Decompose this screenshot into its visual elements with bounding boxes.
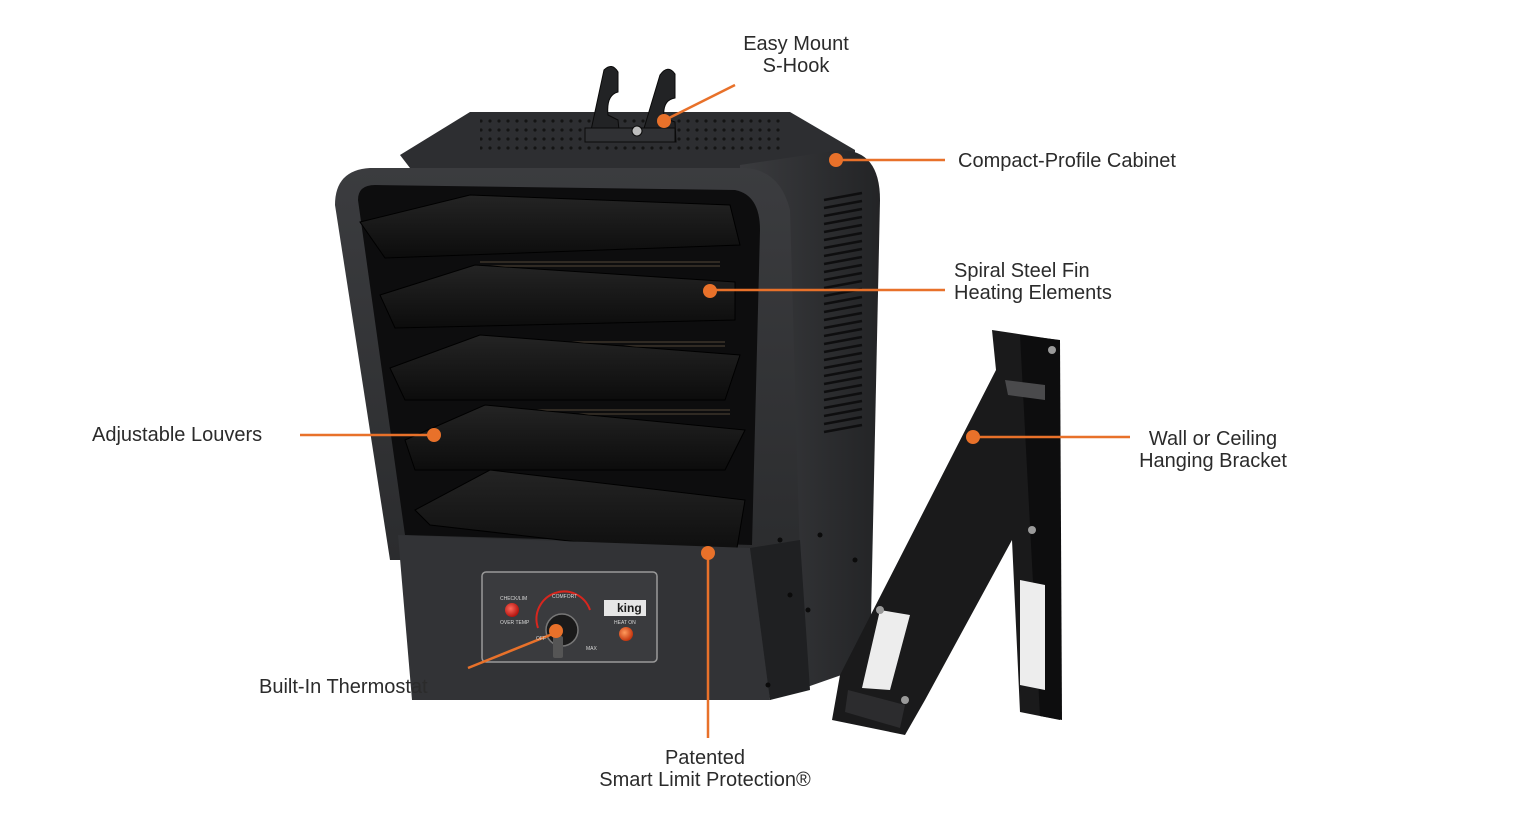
callout-s-hook: Easy Mount S-Hook — [726, 33, 866, 77]
cabinet-screws — [765, 532, 858, 688]
side-vent-slots — [823, 191, 863, 434]
leader-thermostat — [467, 631, 556, 670]
callout-bracket: Wall or Ceiling Hanging Bracket — [1118, 428, 1308, 472]
callout-thermostat: Built-In Thermostat — [259, 676, 428, 698]
base-right-face — [750, 540, 810, 700]
callout-louvers: Adjustable Louvers — [92, 424, 262, 446]
callout-smart-limit-line-1: Patented — [664, 747, 746, 769]
dot-cabinet — [829, 153, 843, 167]
callout-heating-elements-line-1: Spiral Steel Fin — [954, 260, 1090, 282]
dot-heating-elements — [703, 284, 717, 298]
dot-bracket — [966, 430, 980, 444]
dot-smart-limit — [701, 546, 715, 560]
callout-dots — [427, 114, 980, 638]
panel-label-comfort: COMFORT — [552, 594, 578, 600]
thermostat-dial-arc — [535, 590, 591, 629]
panel-label-max: MAX — [586, 646, 597, 652]
callout-heating-elements-line-2: Heating Elements — [954, 282, 1112, 304]
callout-cabinet: Compact-Profile Cabinet — [958, 150, 1176, 172]
panel-label-heat-on: HEAT ON — [614, 620, 636, 626]
callout-leaders — [300, 83, 1130, 738]
callout-s-hook-line-1: Easy Mount — [743, 33, 849, 55]
hanging-bracket — [832, 330, 1062, 735]
callout-bracket-line-1: Wall or Ceiling — [1148, 428, 1278, 450]
dot-s-hook — [657, 114, 671, 128]
heat-on-indicator-light — [619, 627, 633, 641]
callout-thermostat-line-1: Built-In Thermostat — [259, 676, 428, 698]
panel-label-checklim: CHECK/LIM — [500, 596, 528, 602]
s-hooks — [584, 66, 677, 143]
thermostat-dial-pointer — [553, 636, 563, 658]
callout-smart-limit: Patented Smart Limit Protection® — [570, 747, 840, 791]
leader-s-hook — [664, 83, 736, 122]
callout-smart-limit-line-2: Smart Limit Protection® — [599, 769, 811, 791]
dot-louvers — [427, 428, 441, 442]
callout-louvers-line-1: Adjustable Louvers — [92, 424, 263, 446]
panel-label-off: OFF — [536, 636, 546, 642]
panel-label-overtemp: OVER TEMP — [500, 620, 530, 626]
callout-heating-elements: Spiral Steel Fin Heating Elements — [954, 260, 1112, 304]
brand-logo-text: king — [617, 601, 642, 615]
louver-blades — [359, 194, 746, 561]
overtemp-indicator-light — [505, 603, 519, 617]
callout-bracket-line-2: Hanging Bracket — [1139, 450, 1287, 472]
callout-cabinet-line-1: Compact-Profile Cabinet — [958, 150, 1176, 172]
callout-s-hook-line-2: S-Hook — [762, 55, 830, 77]
dot-thermostat — [549, 624, 563, 638]
brand-badge — [604, 600, 646, 616]
